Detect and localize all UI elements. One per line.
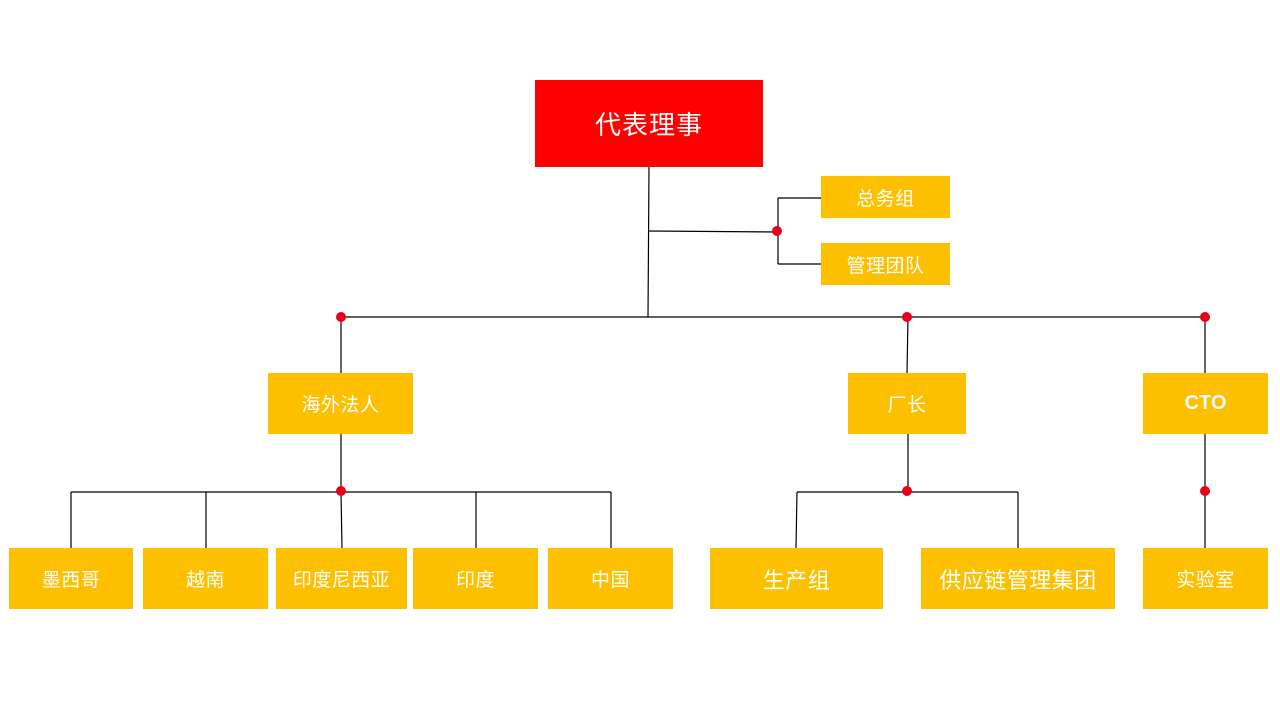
org-node-label: 管理团队 [846, 254, 925, 277]
org-node-label: 厂长 [887, 394, 927, 416]
org-node-indonesia: 印度尼西亚 [276, 548, 407, 609]
org-node-overseas: 海外法人 [268, 373, 413, 434]
org-node-label: 海外法人 [301, 394, 380, 416]
junction-dot [336, 486, 346, 496]
org-node-label: 墨西哥 [41, 569, 101, 591]
org-node-vietnam: 越南 [143, 548, 268, 609]
org-node-label: 生产组 [762, 568, 831, 594]
org-node-mexico: 墨西哥 [9, 548, 133, 609]
junction-dot [1200, 486, 1210, 496]
org-node-management-team: 管理团队 [821, 243, 950, 285]
junction-dot [772, 226, 782, 236]
org-node-supply-chain-group: 供应链管理集团 [921, 548, 1115, 609]
org-node-label: 总务组 [856, 187, 915, 210]
org-node-laboratory: 实验室 [1143, 548, 1268, 609]
org-node-label: 印度 [455, 569, 495, 591]
org-node-label: 越南 [185, 569, 225, 591]
junction-dot [336, 312, 346, 322]
org-node-cto: CTO [1143, 373, 1268, 434]
org-node-label: 供应链管理集团 [939, 568, 1097, 594]
org-node-plant-manager: 厂长 [848, 373, 966, 434]
org-node-label: CTO [1184, 392, 1227, 414]
org-node-label: 代表理事 [594, 111, 703, 141]
junction-dot [902, 312, 912, 322]
junction-dot [902, 486, 912, 496]
junction-dot [1200, 312, 1210, 322]
org-node-root: 代表理事 [535, 80, 763, 167]
org-node-label: 印度尼西亚 [292, 569, 391, 591]
org-node-production-group: 生产组 [710, 548, 883, 609]
org-node-label: 中国 [590, 569, 630, 591]
org-node-india: 印度 [413, 548, 538, 609]
org-node-label: 实验室 [1176, 569, 1235, 591]
org-node-china: 中国 [548, 548, 673, 609]
org-node-general-affairs: 总务组 [821, 176, 950, 218]
